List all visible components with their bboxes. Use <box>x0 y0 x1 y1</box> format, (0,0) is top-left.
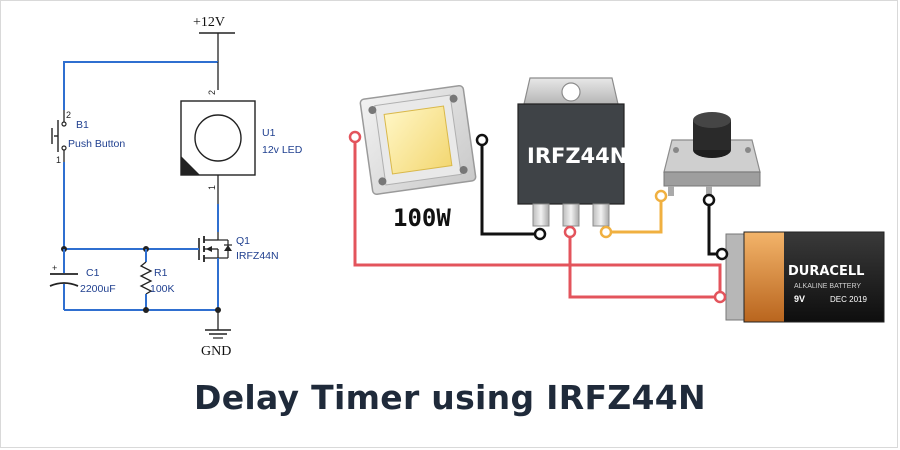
battery-plus-terminal <box>713 290 727 304</box>
svg-text:1: 1 <box>56 155 61 165</box>
led-plus-terminal <box>348 130 362 144</box>
red-wire-gate-to-battery <box>568 232 720 299</box>
red-wire-led-to-battery <box>353 137 722 296</box>
r1-ref: R1 <box>154 267 168 279</box>
ground-symbol <box>205 310 231 339</box>
battery-minus-terminal <box>715 247 729 261</box>
button-terminal-a <box>654 189 668 203</box>
c1-value: 2200uF <box>80 283 116 295</box>
wire-top <box>63 61 218 110</box>
led-minus-terminal <box>475 133 489 147</box>
mosfet-drain-terminal <box>533 227 547 241</box>
mosfet-symbol <box>198 232 232 262</box>
led-power-label: 100W <box>393 204 451 232</box>
resistor-symbol <box>139 249 153 310</box>
b1-name: Push Button <box>68 138 125 150</box>
battery-type: ALKALINE BATTERY <box>794 283 861 290</box>
node-bottom-mid <box>143 307 149 313</box>
mosfet-component: IRFZ44N <box>517 77 627 227</box>
svg-text:1: 1 <box>207 185 217 190</box>
ground-label: GND <box>201 344 231 359</box>
push-button-symbol: 2 1 <box>51 110 71 165</box>
button-terminal-b <box>702 193 716 207</box>
capacitor-symbol: + <box>49 249 79 310</box>
yellow-wire-source-to-button <box>606 196 663 234</box>
c1-ref: C1 <box>86 267 100 279</box>
mosfet-label: IRFZ44N <box>527 144 627 168</box>
battery-date: DEC 2019 <box>830 295 867 304</box>
u1-ref: U1 <box>262 127 276 139</box>
b1-ref: B1 <box>76 119 89 131</box>
battery-voltage: 9V <box>794 294 805 304</box>
mosfet-source-terminal <box>599 225 613 239</box>
wiring-layer <box>353 137 722 299</box>
q1-ref: Q1 <box>236 235 250 247</box>
svg-text:+: + <box>52 263 57 273</box>
svg-text:2: 2 <box>207 90 217 95</box>
battery-component: DURACELL ALKALINE BATTERY 9V DEC 2019 <box>725 231 885 323</box>
black-wire-button-to-battery <box>707 200 722 256</box>
black-wire-led-to-drain <box>480 140 540 236</box>
schematic: +12V 2 1 B1 Push Button <box>49 15 303 359</box>
cob-led-component <box>359 84 477 196</box>
u1-name: 12v LED <box>262 144 303 156</box>
r1-value: 100K <box>150 283 175 295</box>
q1-name: IRFZ44N <box>236 250 279 262</box>
mosfet-gate-terminal <box>563 225 577 239</box>
battery-brand: DURACELL <box>788 264 864 279</box>
svg-text:2: 2 <box>66 110 71 120</box>
push-button-component <box>663 112 761 196</box>
supply-label: +12V <box>193 15 225 30</box>
led-symbol: 2 1 <box>180 90 256 190</box>
diagram-caption: Delay Timer using IRFZ44N <box>194 378 706 417</box>
